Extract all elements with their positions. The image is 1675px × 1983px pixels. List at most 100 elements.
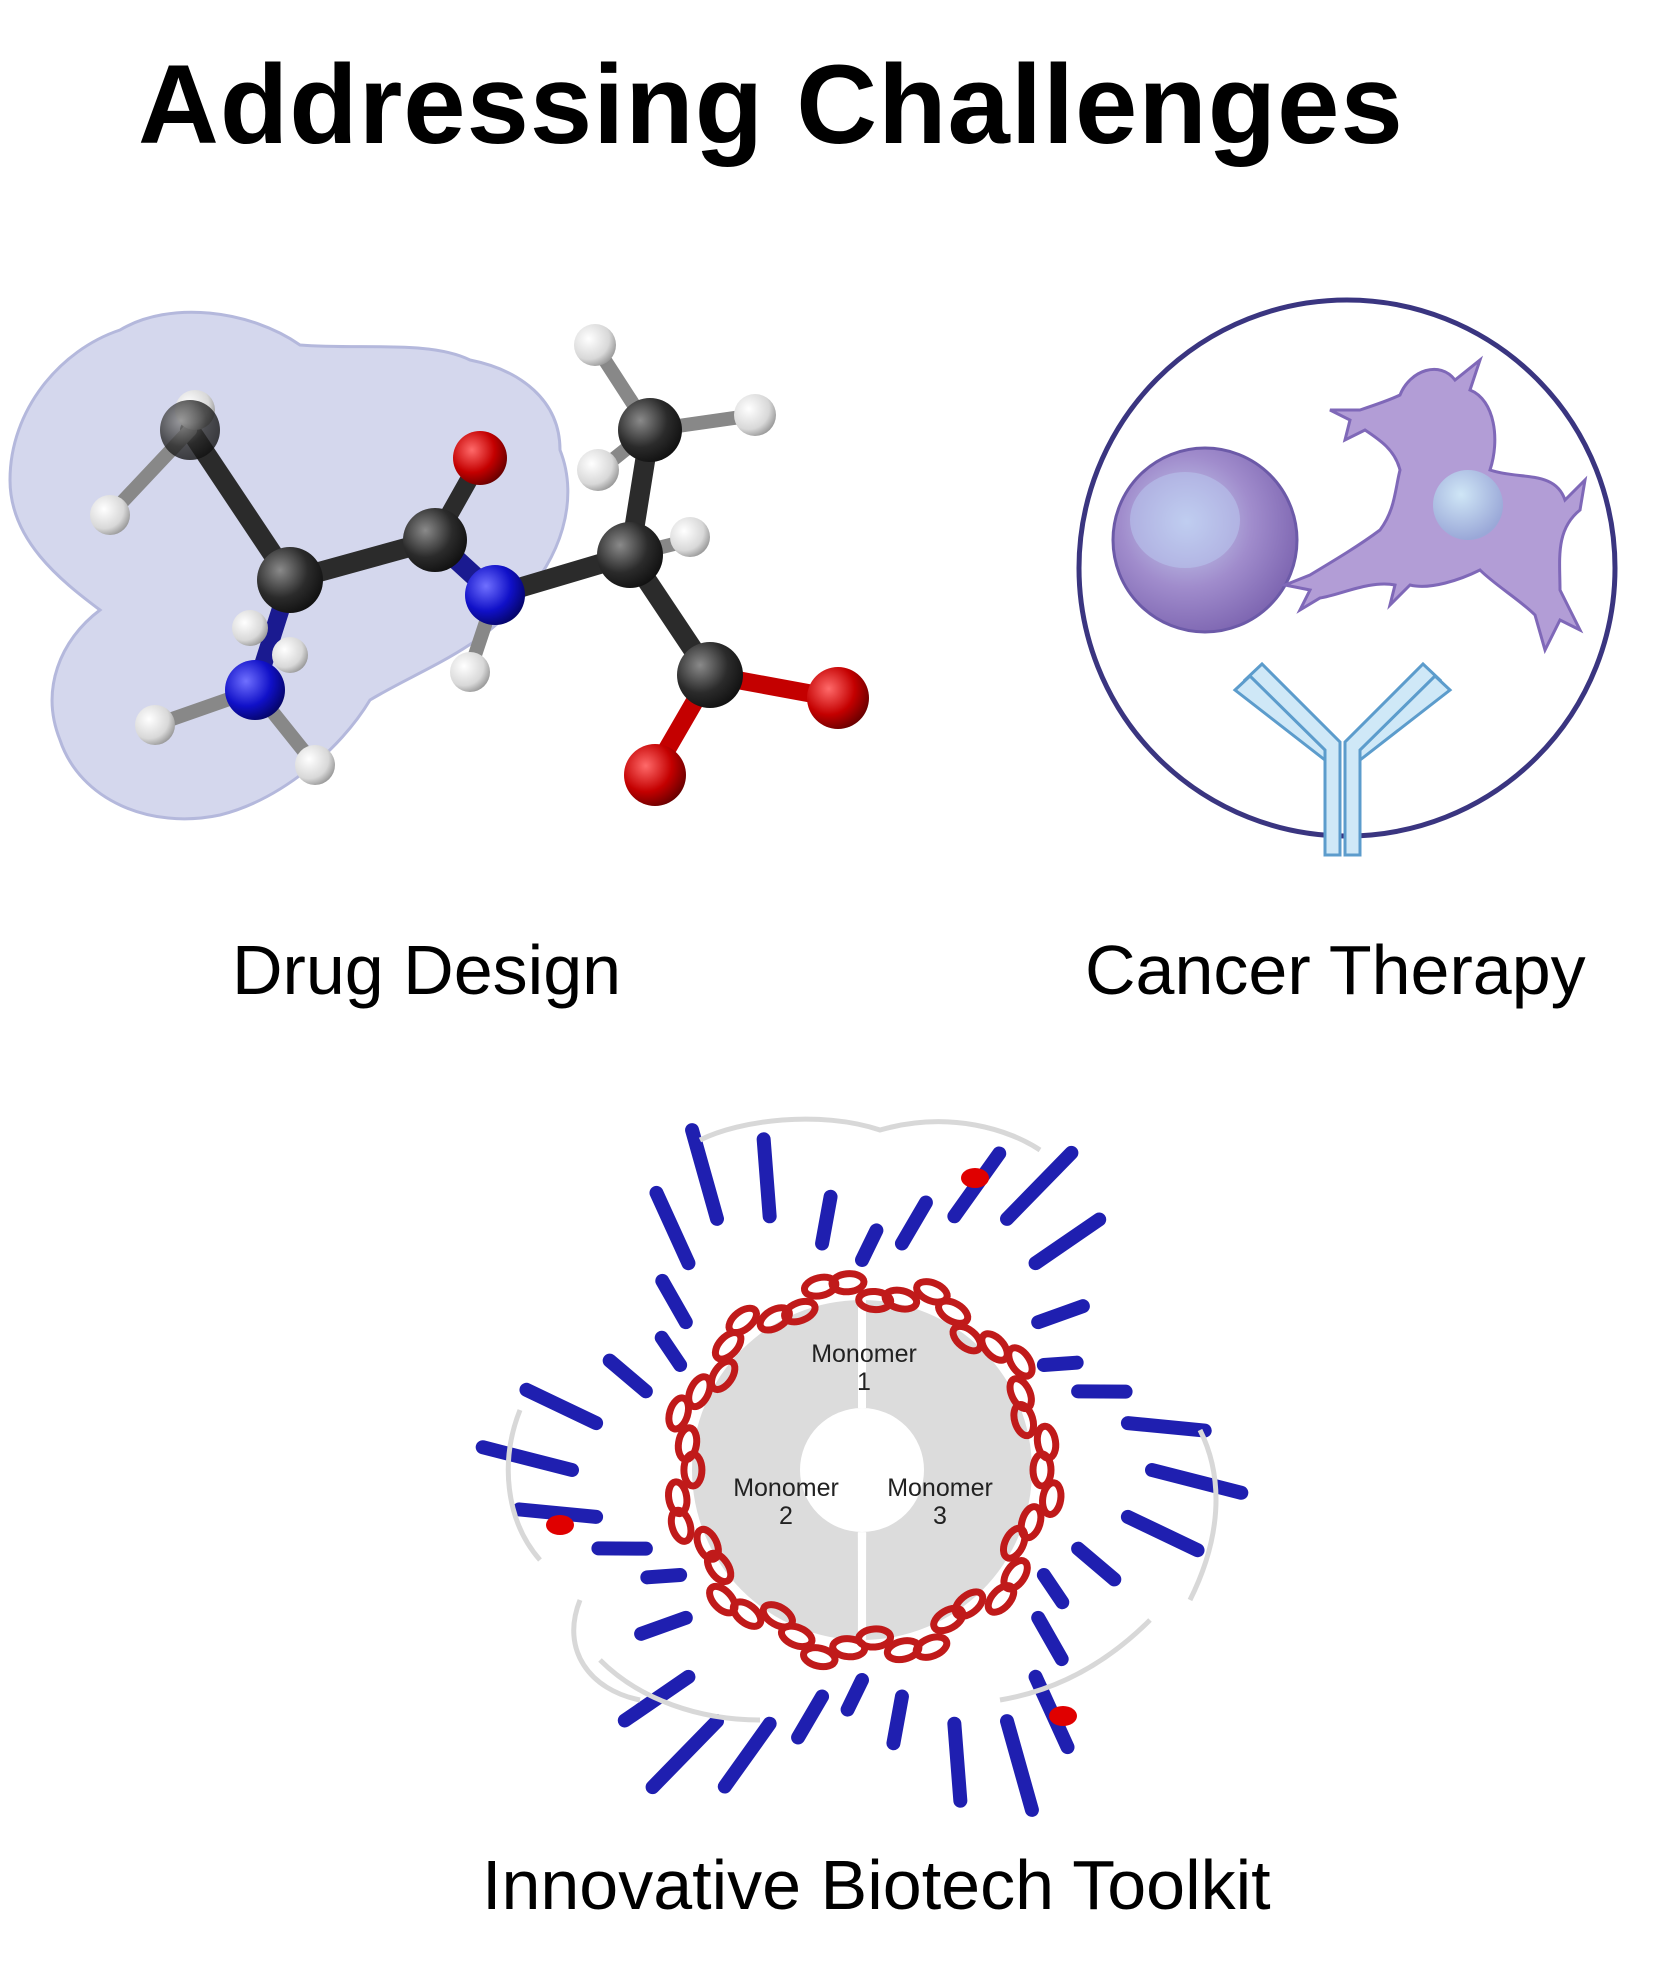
carbon-atom [403,508,467,572]
hydrogen-atom [90,495,130,535]
helix-turn [978,1330,1011,1364]
helix-turn [1039,1479,1065,1518]
caption-biotech-toolkit: Innovative Biotech Toolkit [482,1846,1271,1924]
carbon-atom [597,522,663,588]
helix-ring [665,1270,1065,1671]
beta-strand [1031,1299,1090,1330]
nitrogen-atom [465,565,525,625]
molecule-illustration [8,310,869,821]
beta-strand [886,1689,909,1751]
helix-turn [930,1604,967,1635]
helix-cap [546,1515,574,1535]
helix-turn [674,1424,701,1464]
helix-turn [665,1478,691,1518]
helix-turn [781,1297,819,1326]
helix-turn [999,1524,1029,1562]
antibody [1232,661,1453,857]
beta-strand [1145,1463,1249,1500]
page-title: Addressing Challenges [138,42,1404,167]
helix-turn [800,1644,839,1671]
helix-turn [828,1270,868,1296]
cancer-therapy-illustration [1076,297,1618,857]
hydrogen-atom [232,610,268,646]
beta-strand [602,1353,653,1399]
beta-strand [512,1502,604,1524]
beta-strand [717,1716,777,1794]
beta-strand [655,1273,693,1330]
beta-strand [855,1223,884,1267]
helix-turn [984,1582,1018,1616]
beta-strand [654,1330,688,1372]
helix-turn [759,1601,796,1631]
helix-turn [725,1304,760,1337]
helix-turn [951,1588,987,1620]
nitrogen-atom [225,660,285,720]
central-pore [800,1408,924,1532]
oxygen-atom [624,744,686,806]
atoms [90,324,869,806]
hydrogen-atom [450,652,490,692]
caption-cancer-therapy: Cancer Therapy [1085,931,1586,1009]
helix-turn [777,1622,816,1651]
monomer-2-name: Monomer [733,1474,839,1502]
beta-strand [1120,1416,1212,1438]
beta-strand [1028,1212,1107,1271]
helix-turn [1005,1344,1036,1380]
helix-turn [685,1373,714,1411]
helix-turn [883,1637,923,1664]
beta-strand [1071,1541,1122,1587]
beta-strand [894,1195,933,1251]
beta-strand [1036,1568,1070,1610]
beta-strand [649,1185,696,1271]
oxygen-atom [807,667,869,729]
beta-strand [475,1440,579,1477]
helix-turn [935,1297,972,1327]
carbon-atom [618,398,682,462]
beta-strand [634,1610,693,1641]
oxygen-atom [453,431,507,485]
monomer-3-name: Monomer [887,1474,993,1502]
beta-strand [1036,1355,1084,1372]
carbon-atom [677,642,743,708]
beta-strand [645,1714,724,1795]
beta-strand [756,1132,777,1224]
helix-turn [665,1394,693,1433]
beta-strand [1000,1145,1079,1226]
monomer-1-number: 1 [857,1368,871,1396]
beta-strand [1120,1509,1205,1558]
helix-turn [829,1635,869,1661]
helix-cap [1049,1706,1077,1726]
helix-turn [949,1322,984,1355]
beta-strand [640,1568,688,1585]
helix-turn [1010,1401,1038,1440]
helix-turn [881,1286,921,1313]
hydrogen-atom [135,705,175,745]
loop-coils [505,1116,1219,1723]
helix-turn [1033,1422,1060,1462]
carbon-atom [160,400,220,460]
dendritic-cell [1279,355,1588,655]
beta-strand [1000,1714,1039,1817]
beta-strand [519,1382,604,1431]
hydrogen-atom [734,394,776,436]
hydrogen-atom [574,324,616,366]
helix-turn [800,1273,840,1300]
carbon-atom [257,547,323,613]
beta-sheets [475,1123,1249,1817]
hydrogen-atom [295,745,335,785]
beta-strand [840,1673,869,1717]
helix-turn [693,1525,722,1563]
monomer-1-name: Monomer [811,1340,917,1368]
helix-cap [961,1168,989,1188]
beta-strand [791,1689,830,1745]
protein-structure: Monomer 1 Monomer 2 Monomer 3 [475,1116,1249,1817]
caption-drug-design: Drug Design [232,931,622,1009]
hydrogen-atom [577,449,619,491]
monomer-3-number: 3 [933,1502,947,1530]
hydrogen-atom [670,517,710,557]
beta-strand [685,1123,724,1226]
hydrogen-atom [272,637,308,673]
beta-strand [947,1716,968,1808]
helix-turn [707,1357,739,1393]
